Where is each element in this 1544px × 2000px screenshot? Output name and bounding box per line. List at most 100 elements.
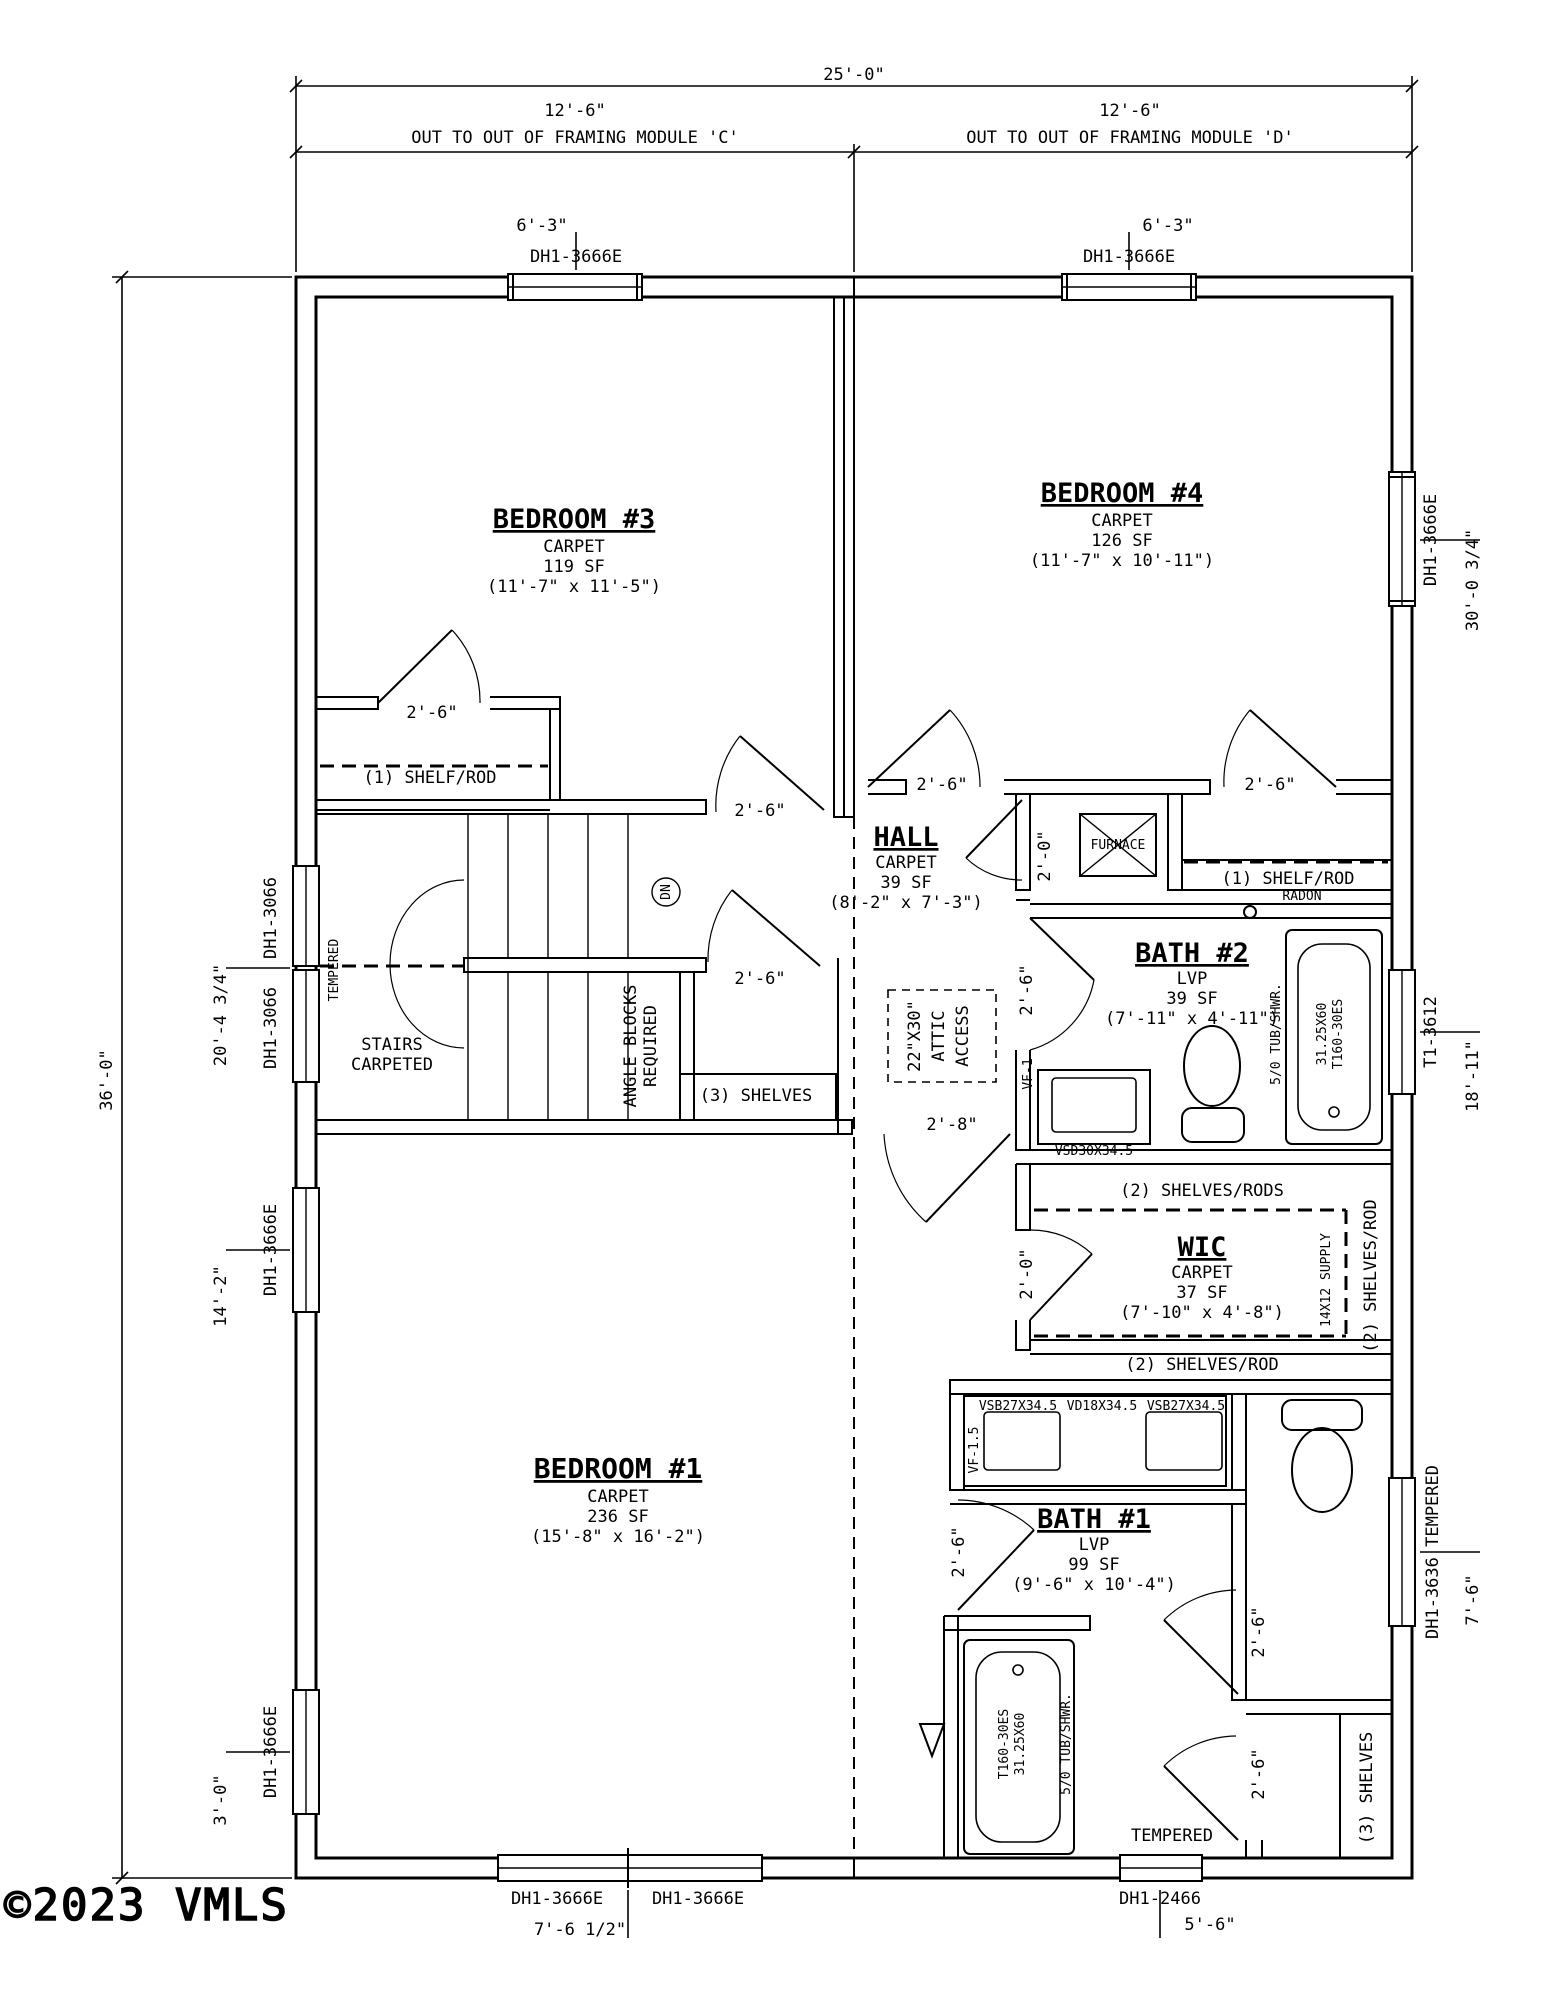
wic-size: (7'-10" x 4'-8")	[1120, 1303, 1284, 1323]
wic-fixtures: (2) SHELVES/RODS (2) SHELVES/ROD (2) SHE…	[1034, 1181, 1381, 1375]
stairs-dn: DN	[659, 884, 674, 900]
window-left-stair-offset: 20'-4 3/4"	[211, 964, 231, 1066]
wic-shelves-rod-side-label: (2) SHELVES/ROD	[1361, 1199, 1381, 1353]
attic-label-1: 22"X30"	[905, 1000, 925, 1072]
window-top-left: 6'-3" DH1-3666E	[507, 216, 643, 301]
vf15-label: VF-1.5	[967, 1427, 982, 1474]
door-bed3-entry-size: 2'-6"	[734, 801, 785, 821]
radon-icon	[1243, 905, 1257, 919]
stairs-label-2: CARPETED	[351, 1055, 433, 1075]
window-left-low-type: DH1-3666E	[261, 1706, 281, 1798]
doors: 2'-6" (1) SHELF/ROD 2'-6" 2'-6" 2'-6" 2'…	[320, 629, 1337, 1841]
wic-floor: CARPET	[1171, 1263, 1232, 1283]
angle-blocks-label: ANGLE BLOCKS	[621, 985, 641, 1108]
tub2-label-c: T160-30ES	[1331, 999, 1346, 1069]
bath2-name: BATH #2	[1135, 938, 1249, 969]
shelf-rod-bed3-label: (1) SHELF/ROD	[363, 768, 496, 788]
module-c-label: OUT TO OUT OF FRAMING MODULE 'C'	[411, 128, 739, 148]
room-bedroom4: BEDROOM #4 CARPET 126 SF (11'-7" x 10'-1…	[1030, 478, 1214, 571]
bath1-name: BATH #1	[1037, 1504, 1151, 1535]
door-bed3-entry: 2'-6"	[715, 735, 825, 821]
stairs-label: STAIRS	[361, 1035, 422, 1055]
door-bath1-linen-size: 2'-6"	[1249, 1748, 1269, 1799]
bedroom1-area: 236 SF	[587, 1507, 648, 1527]
bath1-fixtures: VSB27X34.5 VD18X34.5 VSB27X34.5 VF-1.5 T…	[918, 1395, 1377, 1855]
tub1-label-c: 5/0 TUB/SHWR.	[1059, 1693, 1074, 1795]
bath1-area: 99 SF	[1068, 1555, 1119, 1575]
door-linen-size: 2'-6"	[734, 969, 785, 989]
bath1-toilet-tank	[1281, 1399, 1363, 1431]
room-hall: HALL CARPET 39 SF (8'-2" x 7'-3")	[829, 822, 983, 913]
bedroom4-name: BEDROOM #4	[1041, 478, 1204, 509]
bath2-area: 39 SF	[1166, 989, 1217, 1009]
watermark: ©2023 VMLS	[4, 1880, 289, 1931]
door-bath1-wc: 2'-6"	[1163, 1589, 1269, 1695]
room-bath2: BATH #2 LVP 39 SF (7'-11" x 4'-11")	[1105, 938, 1279, 1029]
bath2-toilet	[1183, 1025, 1241, 1107]
shelves3b-label: (3) SHELVES	[1357, 1732, 1377, 1845]
bath2-tub	[1285, 929, 1383, 1145]
window-right-lower-offset: 7'-6"	[1463, 1574, 1483, 1625]
door-linen: 2'-6"	[707, 889, 821, 989]
room-wic: WIC CARPET 37 SF (7'-10" x 4'-8")	[1120, 1232, 1284, 1323]
bath2-floor: LVP	[1177, 969, 1208, 989]
window-left-low-offset: 3'-0"	[211, 1774, 231, 1825]
shelves-3-label: (3) SHELVES	[700, 1086, 813, 1106]
window-left-stair-tempered: TEMPERED	[327, 939, 342, 1002]
door-bed1-entry: 2'-8"	[883, 1115, 1011, 1223]
hall-area: 39 SF	[880, 873, 931, 893]
bedroom1-size: (15'-8" x 16'-2")	[531, 1527, 705, 1547]
window-left-mid-type: DH1-3666E	[261, 1204, 281, 1296]
window-left-stair-lower-type: DH1-3066	[261, 987, 281, 1069]
module-c-width: 12'-6"	[544, 101, 605, 121]
window-right-bath2-offset: 18'-11"	[1463, 1040, 1483, 1112]
window-top-right-offset: 6'-3"	[1142, 216, 1193, 236]
bedroom3-size: (11'-7" x 11'-5")	[487, 577, 661, 597]
tub2-label-a: 5/0 TUB/SHWR.	[1269, 983, 1284, 1085]
bedroom3-name: BEDROOM #3	[493, 504, 656, 535]
door-bed4-entry: 2'-6"	[867, 709, 981, 795]
bath2-sink	[1051, 1077, 1137, 1133]
windows: 6'-3" DH1-3666E 6'-3" DH1-3666E DH1-3666…	[211, 216, 1483, 1940]
bath2-vanity	[1037, 1069, 1151, 1145]
interior-walls	[315, 296, 1393, 1859]
attic-access	[887, 989, 997, 1083]
tub1-label-a: T160-30ES	[997, 1709, 1012, 1779]
door-bed3-closet: 2'-6"	[377, 629, 481, 723]
wh-icon	[918, 1723, 946, 1759]
furnace-label: FURNACE	[1091, 838, 1146, 853]
bath1-sink-left	[983, 1411, 1061, 1471]
window-left-stair-upper-type: DH1-3066	[261, 877, 281, 959]
window-bottom-left-b-type: DH1-3666E	[652, 1889, 744, 1909]
door-bed4-closet: 2'-6"	[1223, 709, 1337, 795]
door-bed3-closet-size: 2'-6"	[406, 703, 457, 723]
supply-label: 14X12 SUPPLY	[1319, 1233, 1334, 1327]
bath1-floor: LVP	[1079, 1535, 1110, 1555]
door-bath2-size: 2'-6"	[1017, 964, 1037, 1015]
window-top-left-offset: 6'-3"	[516, 216, 567, 236]
vanity1c-label: VSB27X34.5	[1147, 1399, 1225, 1414]
overall-width-label: 25'-0"	[823, 65, 884, 85]
bedroom3-floor: CARPET	[543, 537, 604, 557]
window-left-stair-upper: DH1-3066	[261, 865, 320, 967]
tub1-label-b: 31.25X60	[1013, 1713, 1028, 1776]
window-bottom-right: TEMPERED DH1-2466 5'-6"	[1119, 1826, 1236, 1938]
vanity2-label: VSD30X34.5	[1055, 1144, 1133, 1159]
door-bath1-wc-size: 2'-6"	[1249, 1606, 1269, 1657]
door-bath1-entry: 2'-6"	[949, 1499, 1035, 1611]
window-bottom-left-a-type: DH1-3666E	[511, 1889, 603, 1909]
window-right-upper: DH1-3666E 30'-0 3/4"	[1388, 471, 1483, 631]
wic-shelves-rod-bottom-label: (2) SHELVES/ROD	[1125, 1355, 1279, 1375]
bedroom4-floor: CARPET	[1091, 511, 1152, 531]
attic-label-3: ACCESS	[953, 1005, 973, 1066]
door-bed1-entry-size: 2'-8"	[926, 1115, 977, 1135]
hall-area: 22"X30" ATTIC ACCESS	[853, 817, 997, 1878]
bedroom4-size: (11'-7" x 10'-11")	[1030, 551, 1214, 571]
room-bedroom1: BEDROOM #1 CARPET 236 SF (15'-8" x 16'-2…	[531, 1452, 705, 1547]
window-top-right-type: DH1-3666E	[1083, 247, 1175, 267]
hall-size: (8'-2" x 7'-3")	[829, 893, 983, 913]
window-top-left-type: DH1-3666E	[530, 247, 622, 267]
bedroom1-floor: CARPET	[587, 1487, 648, 1507]
bath1-sink-right	[1145, 1411, 1223, 1471]
room-bath1: BATH #1 LVP 99 SF (9'-6" x 10'-4")	[1012, 1504, 1176, 1595]
